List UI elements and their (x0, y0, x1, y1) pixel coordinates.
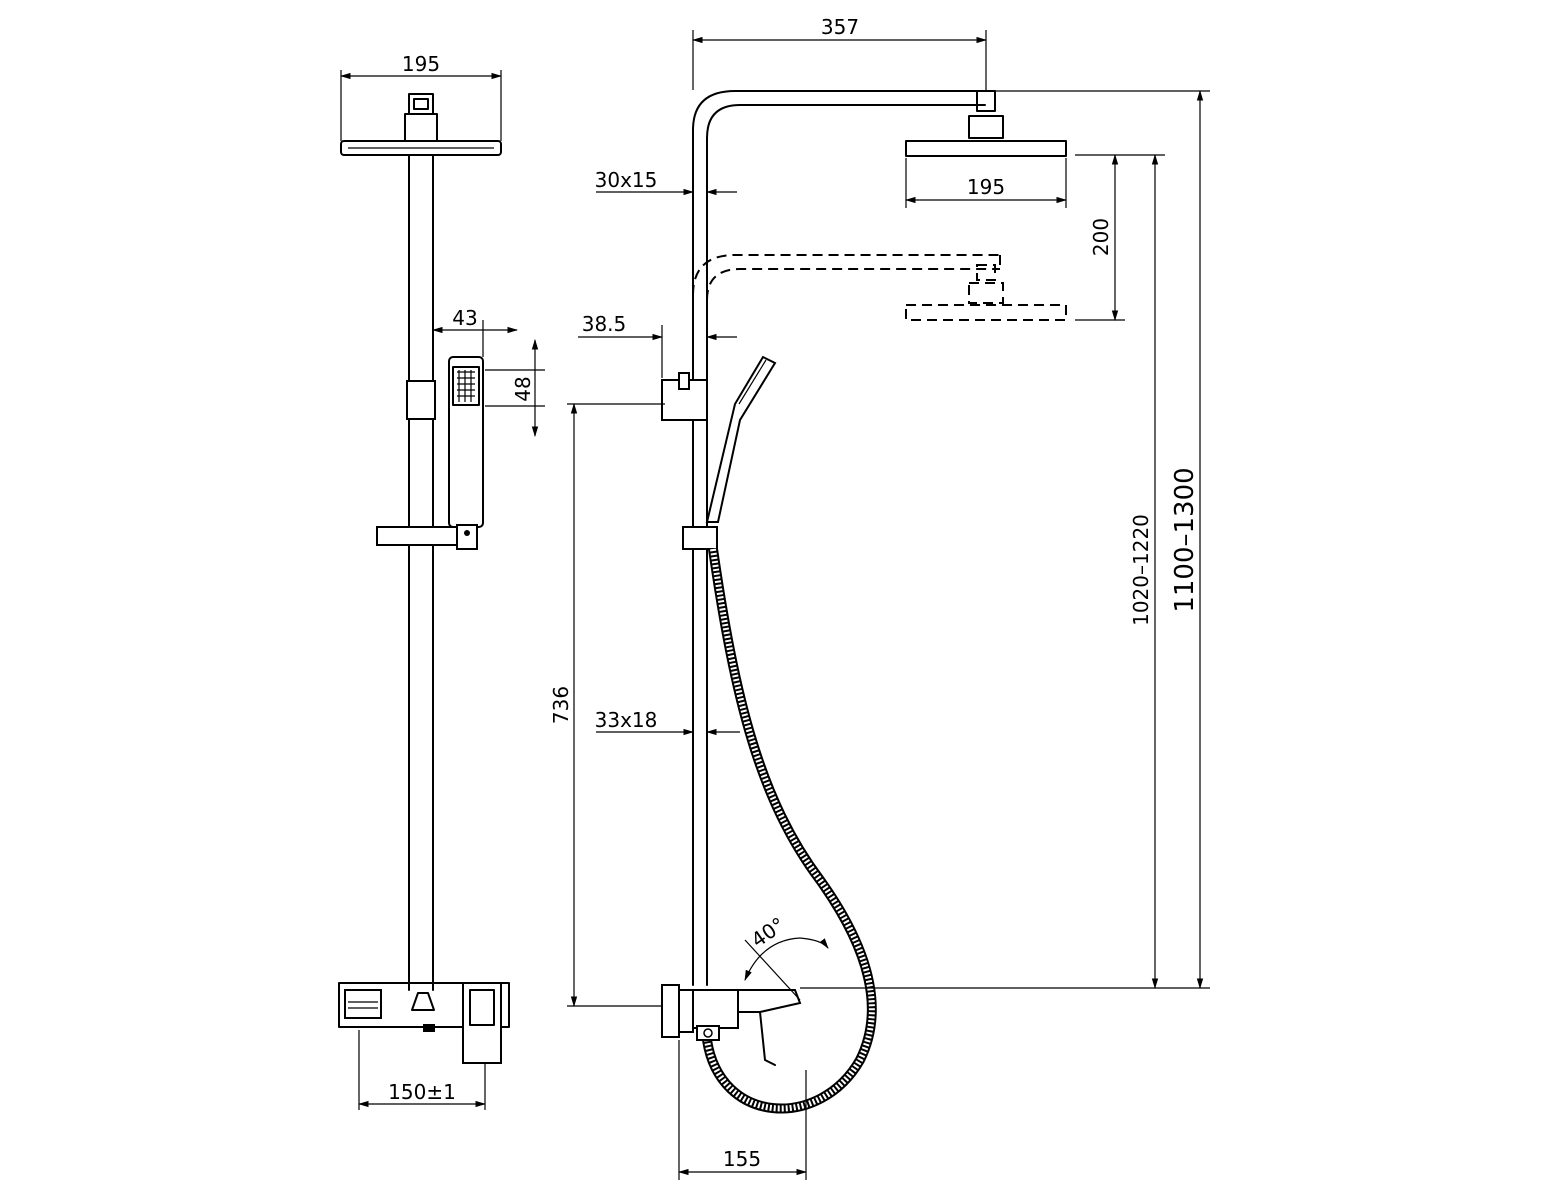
front-hand-shower (376, 356, 484, 550)
dim-height-range-large: 1100–1300 (1170, 467, 1200, 612)
front-shower-head (340, 93, 502, 156)
side-dimension-lines (567, 30, 1210, 1180)
dim-handshower-height: 48 (511, 376, 535, 401)
dim-mixer-depth: 155 (723, 1147, 761, 1171)
front-riser-pipe (406, 154, 436, 991)
side-mixer (661, 984, 802, 1066)
side-shower-head (905, 90, 1067, 157)
dim-handshower-width: 43 (452, 306, 477, 330)
dim-front-head-width: 195 (402, 52, 440, 76)
dim-pipe-offset: 38.5 (582, 312, 627, 336)
dim-bracket-spacing: 150±1 (388, 1080, 456, 1104)
side-hand-shower (661, 355, 777, 550)
front-mixer (338, 982, 510, 1064)
dim-holder-height: 736 (549, 686, 573, 724)
dim-lower-pipe: 33x18 (595, 708, 658, 732)
dim-head-adjust: 200 (1089, 218, 1113, 256)
dim-lever-angle: 40° (747, 912, 790, 952)
side-riser-pipe (692, 90, 986, 986)
side-head-lower-position (692, 254, 1067, 321)
dim-upper-pipe: 30x15 (595, 168, 658, 192)
dim-height-range-small: 1020–1220 (1129, 514, 1153, 626)
front-view: 195 43 48 150±1 (338, 52, 545, 1110)
dim-side-head-width: 195 (967, 175, 1005, 199)
front-dimension-lines (339, 70, 545, 1110)
side-view: 357 195 200 30x15 38.5 736 33x18 1020–12… (549, 15, 1210, 1180)
dim-arm-reach: 357 (821, 15, 859, 39)
